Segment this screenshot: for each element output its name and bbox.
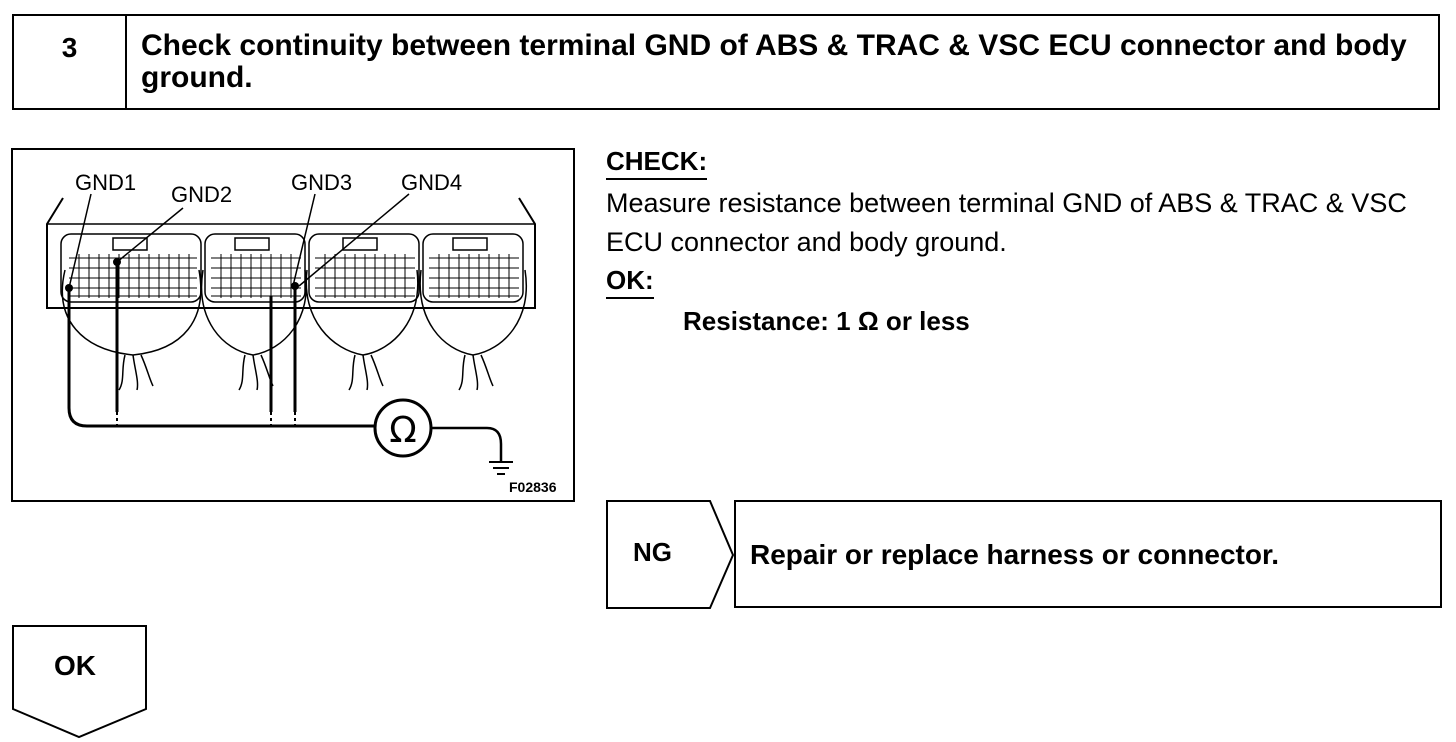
connector-diagram: GND1 GND2 GND3 GND4 Ω: [11, 148, 575, 502]
ohm-symbol: Ω: [389, 410, 417, 451]
step-header: 3 Check continuity between terminal GND …: [12, 14, 1440, 110]
ng-arrow-icon: [606, 500, 735, 609]
check-heading: CHECK:: [606, 146, 708, 180]
terminal-label-gnd3: GND3: [291, 170, 352, 195]
terminal-label-gnd1: GND1: [75, 170, 136, 195]
ng-action-box: Repair or replace harness or connector.: [734, 500, 1442, 608]
check-instruction: Measure resistance between terminal GND …: [606, 188, 1407, 257]
ok-specification: Resistance: 1 Ω or less: [683, 306, 970, 336]
step-number: 3: [14, 16, 127, 108]
ng-action-text: Repair or replace harness or connector.: [750, 539, 1280, 570]
ok-arrow-icon: [12, 625, 147, 739]
ground-icon: [489, 461, 513, 475]
terminal-label-gnd2: GND2: [171, 182, 232, 207]
step-title: Check continuity between terminal GND of…: [141, 29, 1407, 94]
connector-illustration: GND1 GND2 GND3 GND4 Ω: [46, 170, 557, 495]
figure-id: F02836: [509, 479, 557, 495]
ok-flow-label: OK: [54, 650, 96, 681]
terminal-label-gnd4: GND4: [401, 170, 462, 195]
ok-heading: OK:: [606, 265, 654, 299]
ng-label: NG: [633, 537, 672, 567]
